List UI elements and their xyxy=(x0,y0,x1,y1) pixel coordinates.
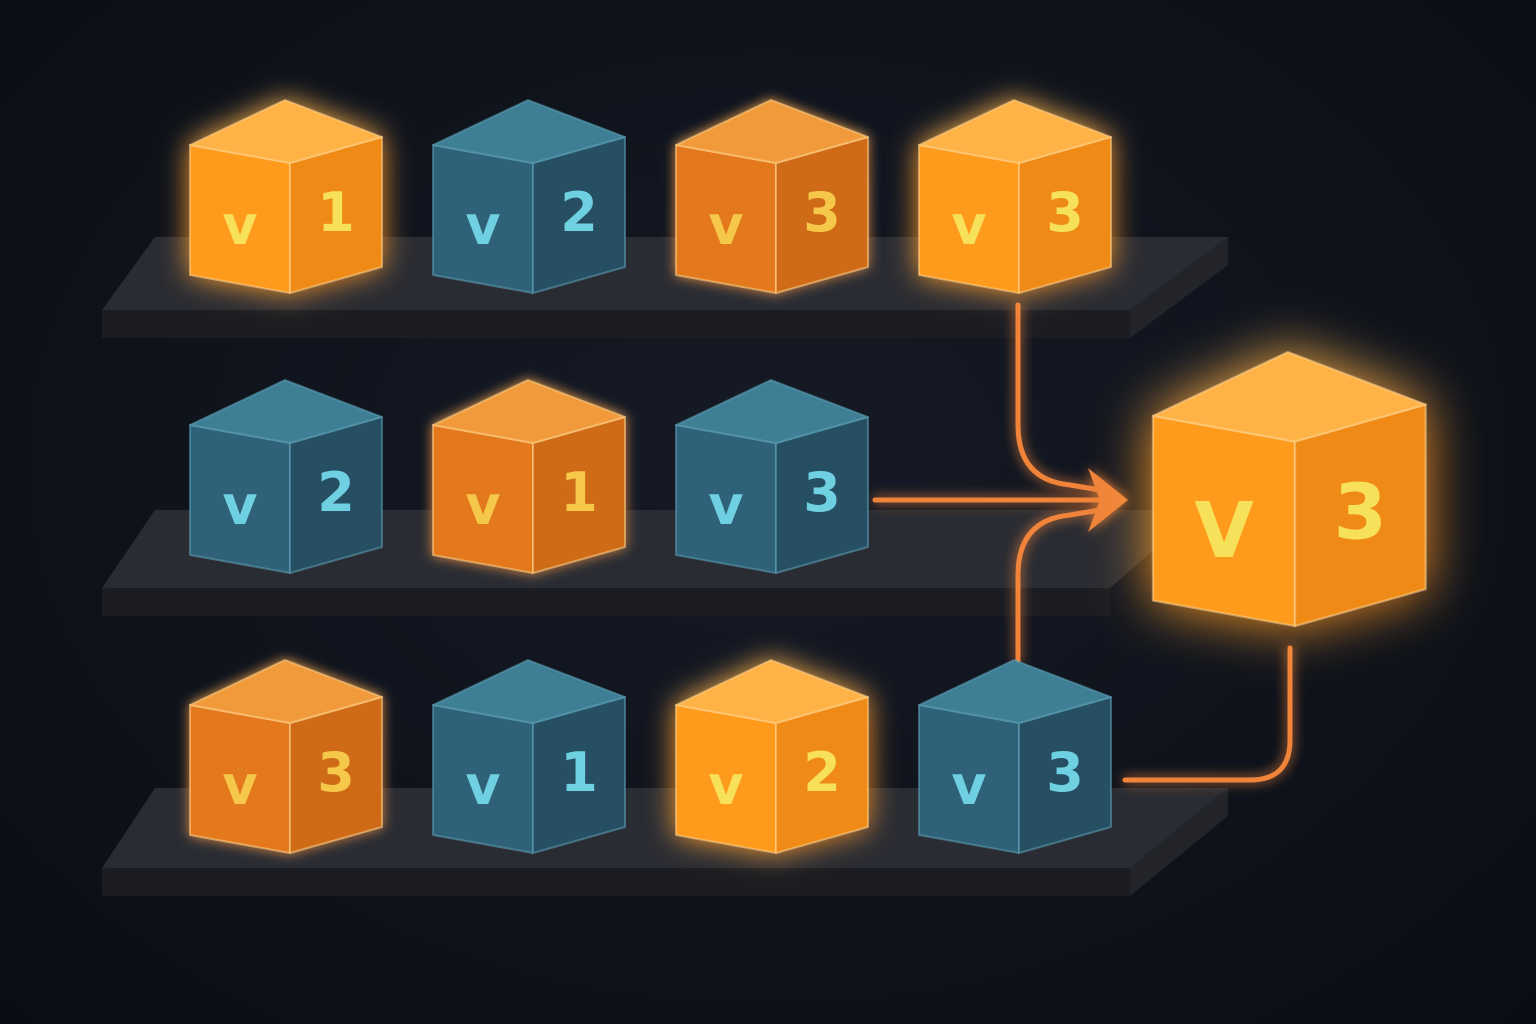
cube-top-3-number-label: 3 xyxy=(803,181,841,244)
cube-middle-2-version-label: v xyxy=(465,474,500,537)
cube-top-3-top-face xyxy=(675,99,869,164)
cube-bottom-1-version-label: v xyxy=(222,754,257,817)
shelf-top-side xyxy=(1130,237,1228,338)
cube-bottom-2-top-face xyxy=(432,659,626,724)
cube-top-2-top-face xyxy=(432,99,626,164)
result-cube-version-label: V xyxy=(1194,487,1253,576)
cube-top-2-version-label: v xyxy=(465,194,500,257)
cube-top-1-number-label: 1 xyxy=(317,181,355,244)
arrow-head xyxy=(1088,468,1128,532)
cube-bottom-3-number-label: 2 xyxy=(803,741,841,804)
cube-bottom-3-version-label: v xyxy=(708,754,743,817)
cube-middle-3-version-label: v xyxy=(708,474,743,537)
cube-top-3-version-label: v xyxy=(708,194,743,257)
cube-bottom-2-number-label: 1 xyxy=(560,741,598,804)
shelf-middle-front xyxy=(102,588,1110,616)
cube-bottom-4-number-label: 3 xyxy=(1046,741,1084,804)
cube-top-4-version-label: v xyxy=(951,194,986,257)
arrow-from-bottom-shelf xyxy=(1015,507,1103,665)
cube-bottom-4-top-face xyxy=(918,659,1112,724)
connector-arrows xyxy=(872,302,1293,783)
cube-bottom-3-top-face xyxy=(675,659,869,724)
cube-middle-3-top-face xyxy=(675,379,869,444)
shelf-bottom-front xyxy=(102,868,1130,896)
result-cube-top-face xyxy=(1151,350,1427,443)
cube-middle-1-number-label: 2 xyxy=(317,461,355,524)
cube-top-2-number-label: 2 xyxy=(560,181,598,244)
cube-bottom-2-version-label: v xyxy=(465,754,500,817)
shelf-top-front xyxy=(102,310,1130,338)
cube-bottom-1-top-face xyxy=(189,659,383,724)
cube-middle-1-version-label: v xyxy=(222,474,257,537)
cube-bottom-4-version-label: v xyxy=(951,754,986,817)
cube-top-1-version-label: v xyxy=(222,194,257,257)
arrow-from-top-shelf xyxy=(1015,302,1103,493)
cube-middle-2-number-label: 1 xyxy=(560,461,598,524)
cube-middle-3-number-label: 3 xyxy=(803,461,841,524)
cube-middle-1-top-face xyxy=(189,379,383,444)
shelf-bottom-side xyxy=(1130,788,1228,896)
line-from-bottom-right-cube xyxy=(1122,645,1293,783)
result-cube-number-label: 3 xyxy=(1334,468,1387,557)
cube-top-4-top-face xyxy=(918,99,1112,164)
cube-bottom-1-number-label: 3 xyxy=(317,741,355,804)
cube-middle-2-top-face xyxy=(432,379,626,444)
cube-top-1-top-face xyxy=(189,99,383,164)
cube-top-4-number-label: 3 xyxy=(1046,181,1084,244)
